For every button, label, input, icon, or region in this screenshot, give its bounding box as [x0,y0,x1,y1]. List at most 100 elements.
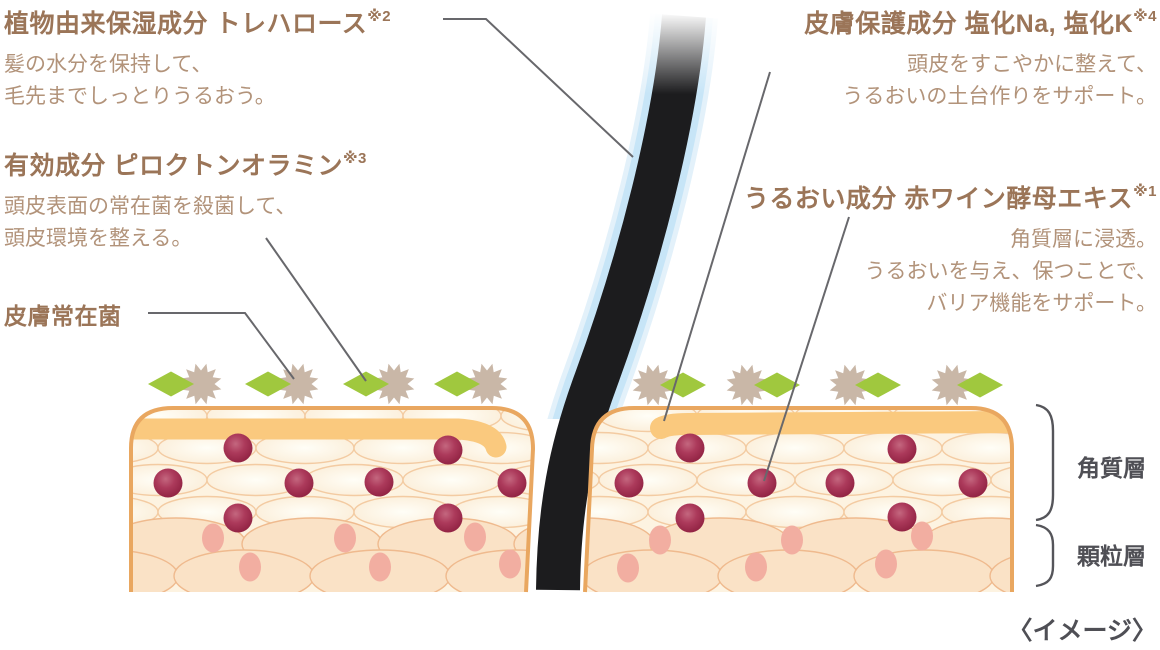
annotation-title-text: 皮膚保護成分 塩化Na, 塩化K [804,10,1134,38]
active-ingredient-diamond-icon [660,372,706,398]
corneocyte-cell [11,401,109,432]
leader-line-trehalose-to-hair [443,18,634,158]
corneocyte-cell [941,431,1012,465]
bacteria-starburst-icon [726,364,768,406]
bacteria-starburst-icon [829,364,871,406]
skin-border-right [583,406,1014,593]
cell-nucleus [334,523,356,553]
corneocyte-cell [990,463,1012,497]
cell-nucleus [617,553,639,583]
active-ingredient-diamond-icon [754,372,800,398]
cell-nucleus [911,521,933,551]
bacteria-starburst-icon [180,363,222,405]
moisture-dot-icon [433,435,463,465]
annotation-salt-title: 皮膚保護成分 塩化Na, 塩化K※4 [804,4,1157,40]
stratum-corneum-brace [1035,403,1055,522]
leader-line-salt-to-surface-band [663,71,771,422]
cell-nucleus [464,522,486,552]
annotation-piroctone: 有効成分 ピロクトンオラミン※3 頭皮表面の常在菌を殺菌して、 頭皮環境を整える… [4,146,367,255]
corneocyte-cell [402,463,502,497]
moisture-dot-icon [364,467,394,497]
footnote-marker: ※1 [1133,182,1157,200]
cell-nucleus [369,552,391,582]
bacteria-starburst-icon [466,363,508,405]
annotation-trehalose: 植物由来保湿成分 トレハロース※2 髪の水分を保持して、 毛先までしっとりうるお… [4,4,391,113]
surface-band-left [131,418,507,458]
cell-nucleus [239,552,261,582]
annotation-skin-flora: 皮膚常在菌 [4,297,122,331]
image-caption: 〈イメージ〉 [1007,617,1157,645]
granular-cell [717,549,859,592]
annotation-title-text: 皮膚常在菌 [4,303,122,329]
bacteria-starburst-icon [632,364,674,406]
label-granular-layer: 顆粒層 [1077,543,1146,569]
active-ingredient-diamond-icon [434,371,480,397]
moisture-dot-icon [675,433,705,463]
leader-lines [148,18,850,482]
moisture-dot-icon [958,468,988,498]
annotation-yeast-desc: 角質層に浸透。 うるおいを与え、保つことで、 バリア機能をサポート。 [864,228,1157,315]
moisture-dot-icon [675,503,705,533]
moisture-dot-icon [223,503,253,533]
granular-cell [513,517,533,571]
annotation-trehalose-title: 植物由来保湿成分 トレハロース※2 [4,4,391,40]
leader-line-yeast-to-moisture-dot [763,216,850,482]
hair-shaft [536,12,744,591]
hair-core [536,14,706,591]
cell-nucleus [202,523,224,553]
active-ingredient-diamond-icon [343,371,389,397]
cell-nucleus [875,549,897,579]
corneocyte-cell [11,465,109,496]
annotation-trehalose-desc: 髪の水分を保持して、 毛先までしっとりうるおう。 [4,53,276,108]
footnote-marker: ※3 [342,149,367,167]
cell-nucleus [649,525,671,555]
annotation-piroctone-desc: 頭皮表面の常在菌を殺菌して、 頭皮環境を整える。 [4,195,297,250]
cell-nuclei [202,521,933,583]
cell-nucleus [781,525,803,555]
annotation-title-text: 有効成分 ピロクトンオラミン [4,152,343,180]
annotation-title-text: 植物由来保湿成分 トレハロース [4,10,368,38]
moisture-dot-icon [825,468,855,498]
moisture-dot-icon [747,468,777,498]
annotation-title-text: うるおい成分 赤ワイン酵母エキス [743,185,1134,213]
granular-cell [853,549,995,592]
moisture-dot-icon [153,468,183,498]
bacteria-starburst-icon [373,363,415,405]
moisture-dot-icon [887,434,917,464]
corneocyte-cell [1040,497,1138,528]
moisture-dot-icon [284,468,314,498]
granular-cell [0,518,110,570]
label-stratum-corneum: 角質層 [1077,455,1146,481]
annotation-yeast-title: うるおい成分 赤ワイン酵母エキス※1 [744,179,1157,215]
active-ingredient-diamond-icon [957,372,1003,398]
cell-nucleus [499,549,521,579]
skin-border-left [129,406,536,593]
corneocyte-cell [598,463,698,497]
annotation-yeast: うるおい成分 赤ワイン酵母エキス※1 角質層に浸透。 うるおいを与え、保つことで… [744,179,1157,320]
active-ingredient-diamond-icon [855,372,901,398]
surface-flora [148,363,1003,406]
moisture-dot-icon [223,433,253,463]
annotation-piroctone-title: 有効成分 ピロクトンオラミン※3 [4,146,367,182]
bacteria-starburst-icon [931,364,973,406]
corneocyte-cell [11,401,109,432]
granular-cell [0,518,110,570]
corneocyte-cell [745,431,845,465]
cell-nucleus [745,552,767,582]
corneocyte-cell [11,465,109,496]
footnote-marker: ※2 [367,7,392,25]
surface-band-right [650,411,1012,439]
annotation-salt-desc: 頭皮をすこやかに整えて、 うるおいの土台作りをサポート。 [842,53,1157,108]
granular-cell [131,549,179,592]
leader-line-piroctone-to-diamond [265,237,367,382]
granular-cell [989,549,1012,592]
annotation-skin-flora-title: 皮膚常在菌 [4,297,122,331]
moisture-dot-icon [497,468,527,498]
moisture-dot-icon [433,503,463,533]
active-ingredient-diamond-icon [245,371,291,397]
hair-top-fade [628,12,744,94]
annotation-salt: 皮膚保護成分 塩化Na, 塩化K※4 頭皮をすこやかに整えて、 うるおいの土台作… [804,4,1157,113]
layer-braces [1035,403,1055,588]
